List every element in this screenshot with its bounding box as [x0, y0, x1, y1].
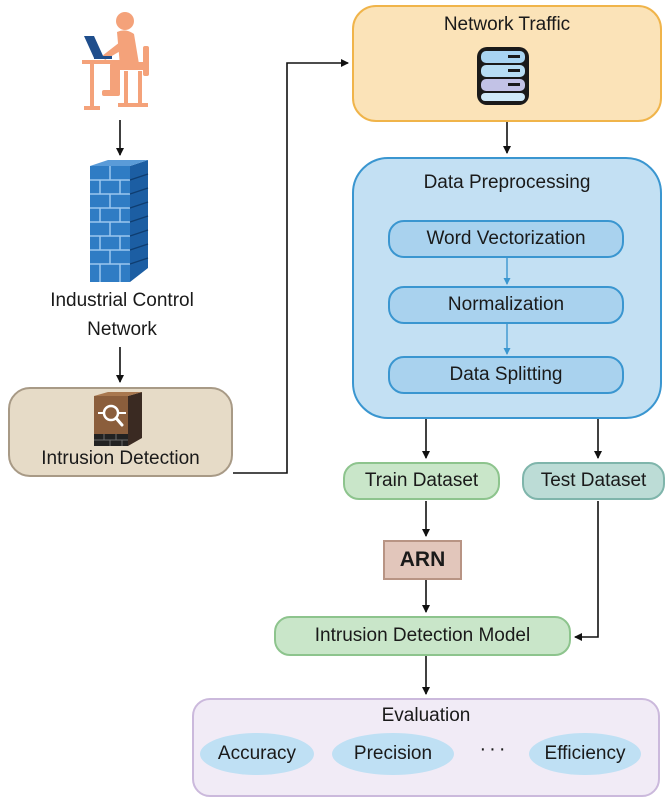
intrusion-detection-label: Intrusion Detection [41, 448, 200, 469]
network-traffic-title: Network Traffic [443, 14, 571, 35]
network-label-line2: Network [87, 319, 157, 340]
metrics-ellipsis: ··· [479, 738, 509, 760]
database-icon [477, 47, 529, 105]
train-dataset-box: Train Dataset [343, 462, 500, 500]
step-data-splitting: Data Splitting [388, 356, 624, 394]
evaluation-title: Evaluation [381, 705, 471, 726]
metric-accuracy: Accuracy [200, 733, 314, 775]
person-at-computer-icon [82, 12, 149, 110]
preprocessing-step-arrows [503, 258, 511, 355]
step-word-vectorization: Word Vectorization [388, 220, 624, 258]
test-dataset-box: Test Dataset [522, 462, 665, 500]
arrow-ids-to-traffic [233, 59, 349, 474]
step-normalization: Normalization [388, 286, 624, 324]
industrial-control-network-label: Industrial Control Network [10, 286, 234, 344]
data-preprocessing-title: Data Preprocessing [423, 172, 591, 193]
arrow-test-to-model [574, 501, 599, 641]
metric-precision: Precision [332, 733, 454, 775]
arn-box: ARN [383, 540, 462, 580]
network-label-line1: Industrial Control [50, 290, 194, 311]
metric-efficiency: Efficiency [529, 733, 641, 775]
intrusion-detection-icon [94, 392, 142, 446]
intrusion-detection-model-box: Intrusion Detection Model [274, 616, 571, 656]
firewall-icon [90, 160, 149, 282]
